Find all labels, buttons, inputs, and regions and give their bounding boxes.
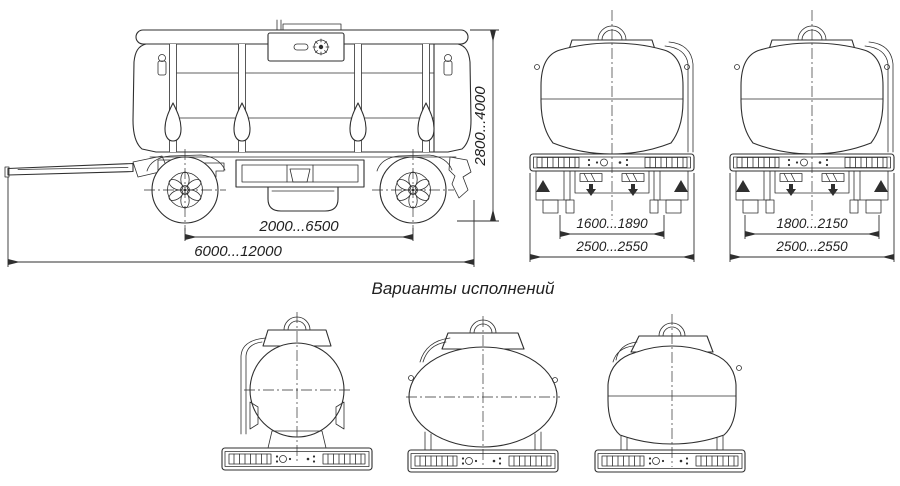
drawbar-eye <box>4 166 10 178</box>
side-bracket <box>335 401 345 430</box>
front-fender <box>146 154 226 172</box>
rear-view-narrow-track: 1600...1890 2500...2550 <box>530 10 694 262</box>
manhole-housing <box>630 335 714 353</box>
dim-height-label: 2800...4000 <box>472 86 489 167</box>
dim-width-label: 2500...2550 <box>775 239 848 254</box>
tank-lug-right <box>736 365 742 371</box>
tank-post <box>349 43 367 153</box>
hatch-box <box>267 32 345 62</box>
dim-track-wide: 1800...2150 <box>744 215 880 239</box>
dim-track-label: 1800...2150 <box>776 216 848 231</box>
manhole-housing <box>262 329 332 347</box>
side-pipe <box>422 341 447 363</box>
tank-post <box>417 43 435 153</box>
latch <box>157 54 167 76</box>
variant-circular-tank <box>222 312 372 470</box>
wheel-front <box>144 149 226 231</box>
tank-lug-right <box>552 377 558 383</box>
wheel-rear <box>372 149 454 231</box>
drawbar <box>7 162 134 176</box>
underslung-box <box>267 186 339 212</box>
dim-wheelbase-label: 2000...6500 <box>258 218 339 235</box>
dim-height: 2800...4000 <box>457 29 499 222</box>
variant-suitcase-tank <box>595 314 745 472</box>
tank-endcap-left <box>132 43 171 153</box>
frame-box <box>235 159 365 188</box>
dim-width-label: 2500...2550 <box>575 239 648 254</box>
dim-wheelbase: 2000...6500 <box>184 218 414 241</box>
dim-track-label: 1600...1890 <box>576 216 648 231</box>
variant-elliptical-tank <box>406 316 560 472</box>
manhole-housing <box>441 332 525 350</box>
rear-bracket <box>448 156 472 199</box>
tank-lug-left <box>408 375 414 381</box>
tank-post <box>164 43 182 153</box>
rear-view-wide-track: 1800...2150 2500...2550 <box>730 10 894 262</box>
latch <box>443 54 453 76</box>
dim-track-narrow: 1600...1890 <box>559 215 665 239</box>
dim-length-label: 6000...12000 <box>194 243 282 260</box>
tank-endcap-right <box>433 43 472 153</box>
side-ladder <box>245 341 263 435</box>
dim-width-wide: 2500...2550 <box>729 173 895 262</box>
rear-fender <box>376 154 453 172</box>
side-view: 2000...6500 6000...12000 2800...4000 <box>4 19 499 267</box>
roof-plate <box>282 23 342 31</box>
dim-overall-length: 6000...12000 <box>7 177 475 267</box>
gear-icon <box>312 38 330 56</box>
side-bracket <box>249 401 259 430</box>
kingpin-plate <box>289 168 311 183</box>
dim-width-narrow: 2500...2550 <box>529 173 695 262</box>
tank-post <box>233 43 251 153</box>
variants-title: Варианты исполнений <box>372 279 556 298</box>
hatch-slot <box>293 43 309 51</box>
